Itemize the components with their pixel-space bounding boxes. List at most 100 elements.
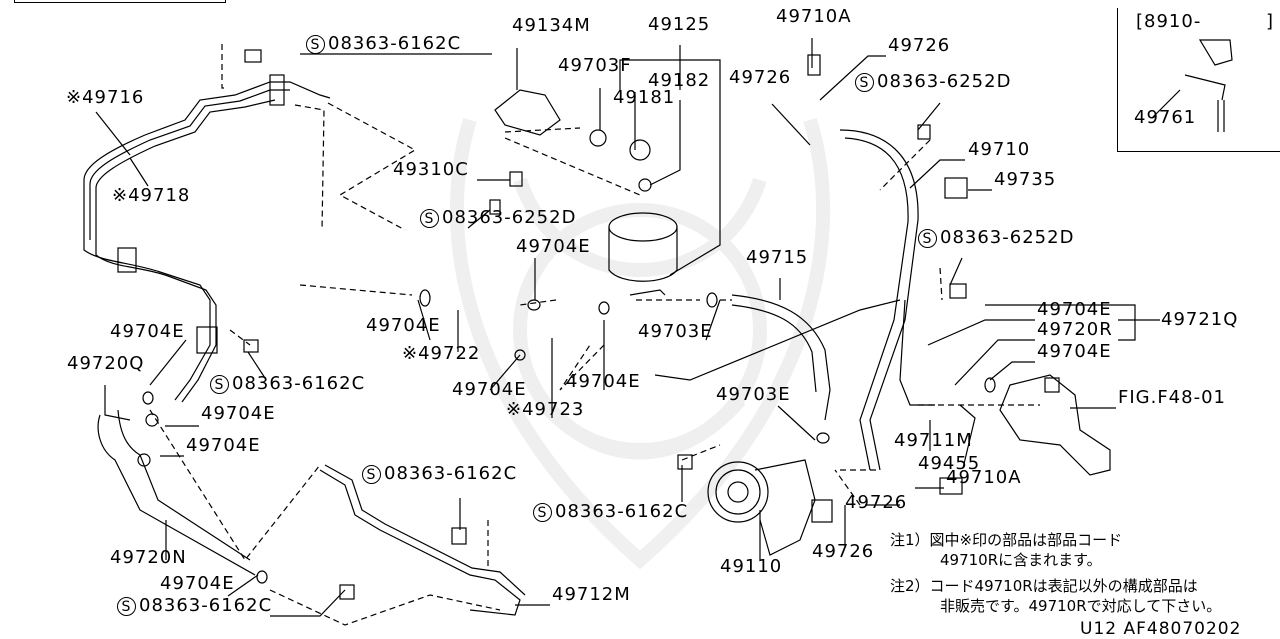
part-label-49710A[interactable]: 49710A [946, 468, 1022, 488]
inset-panel: [8910- ] 49761 [1117, 8, 1280, 152]
pressure-hose-49710 [839, 129, 919, 471]
standard-part-s-icon: S [306, 34, 325, 54]
part-number: 49455 [918, 453, 981, 474]
part-label-49712M[interactable]: 49712M [552, 585, 631, 605]
part-number: 49134M [512, 15, 591, 36]
part-number: 08363-6162C [232, 373, 366, 394]
part-label-49710[interactable]: 49710 [968, 140, 1030, 160]
part-number: 08363-6162C [555, 501, 689, 522]
part-number: 49721Q [1161, 309, 1239, 330]
part-label-49726[interactable]: 49726 [812, 542, 874, 562]
part-label-49718[interactable]: ※49718 [112, 186, 190, 206]
part-number: 49110 [720, 556, 783, 577]
part-label-49720N[interactable]: 49720N [110, 548, 187, 568]
part-label-49704E[interactable]: 49704E [566, 372, 641, 392]
note-1-prefix: 注1） [890, 531, 930, 549]
part-label-49704E[interactable]: 49704E [201, 404, 276, 424]
part-label-49716[interactable]: ※49716 [66, 88, 144, 108]
part-label-49703E[interactable]: 49703E [716, 385, 791, 405]
part-label-49726[interactable]: 49726 [845, 493, 907, 513]
part-number: 49710A [776, 6, 852, 27]
part-label-49710A[interactable]: 49710A [776, 7, 852, 27]
part-label-FIGF48-01[interactable]: FIG.F48-01 [1118, 388, 1226, 408]
part-number: 49726 [845, 492, 908, 513]
standard-part-s-icon: S [210, 374, 229, 394]
part-label-49711M[interactable]: 49711M [894, 431, 973, 451]
part-label-49134M[interactable]: 49134M [512, 16, 591, 36]
footer-diagram-code: U12 AF48070202 [1080, 619, 1242, 639]
part-label-49704E[interactable]: 49704E [1037, 300, 1112, 320]
part-number: 49704E [1037, 299, 1112, 320]
part-label-49722[interactable]: ※49722 [402, 344, 480, 364]
part-label-49720R[interactable]: 49720R [1037, 320, 1113, 340]
part-number: 49726 [729, 67, 792, 88]
part-label-49703E[interactable]: 49703E [638, 322, 713, 342]
part-number: 49704E [1037, 341, 1112, 362]
part-number: 49715 [746, 247, 809, 268]
part-label-49110[interactable]: 49110 [720, 557, 782, 577]
part-number: 49125 [648, 14, 711, 35]
part-label-49720Q[interactable]: 49720Q [67, 354, 144, 374]
part-number: 49712M [552, 584, 631, 605]
part-label-49726[interactable]: 49726 [729, 68, 791, 88]
part-label-49455[interactable]: 49455 [918, 454, 980, 474]
part-label-49704E[interactable]: 49704E [110, 322, 185, 342]
part-label-49715[interactable]: 49715 [746, 248, 808, 268]
part-number: ※49723 [506, 399, 585, 420]
inset-range-close: ] [1266, 11, 1275, 32]
part-label-49721Q[interactable]: 49721Q [1161, 310, 1238, 330]
part-label-49726[interactable]: 49726 [888, 36, 950, 56]
part-number: 49704E [452, 379, 527, 400]
part-number: 49704E [186, 435, 261, 456]
part-number: 49704E [201, 403, 276, 424]
part-number: 49703E [716, 384, 791, 405]
part-label-49704E[interactable]: 49704E [516, 237, 591, 257]
part-label-49704E[interactable]: 49704E [1037, 342, 1112, 362]
standard-part-s-icon: S [420, 208, 439, 228]
part-number: 49726 [888, 35, 951, 56]
suction-hose-49715 [654, 294, 901, 421]
note-2-prefix: 注2） [890, 577, 930, 595]
part-label-49761[interactable]: 49761 [1134, 107, 1197, 128]
part-number: ※49716 [66, 87, 145, 108]
part-number: 49704E [516, 236, 591, 257]
reservoir-tank [608, 139, 678, 296]
part-label-49704E[interactable]: 49704E [366, 316, 441, 336]
part-number: 49182 [648, 70, 711, 91]
part-label-49310C[interactable]: 49310C [393, 160, 469, 180]
part-number: 49710A [946, 467, 1022, 488]
part-number: 49704E [160, 573, 235, 594]
header-range-bracket [14, 0, 226, 3]
part-number: 49711M [894, 430, 973, 451]
part-label-49723[interactable]: ※49723 [506, 400, 584, 420]
part-label-49125[interactable]: 49125 [648, 15, 710, 35]
part-label-49735[interactable]: 49735 [994, 170, 1056, 190]
part-number: 08363-6162C [328, 33, 462, 54]
part-number: 49726 [812, 541, 875, 562]
part-number: 49181 [613, 87, 676, 108]
part-number: 08363-6162C [384, 463, 518, 484]
standard-part-s-icon: S [918, 228, 937, 248]
part-number: 49703E [638, 321, 713, 342]
part-label-49704E[interactable]: 49704E [452, 380, 527, 400]
power-steering-pump [707, 459, 833, 556]
part-label-49182[interactable]: 49182 [648, 71, 710, 91]
part-label-49703F[interactable]: 49703F [558, 56, 632, 76]
part-number: 49720Q [67, 353, 145, 374]
part-number: 49720R [1037, 319, 1113, 340]
part-number: ※49722 [402, 343, 481, 364]
part-number: 49704E [366, 315, 441, 336]
part-label-49704E[interactable]: 49704E [186, 436, 261, 456]
standard-part-s-icon: S [855, 72, 874, 92]
part-label-49704E[interactable]: 49704E [160, 574, 235, 594]
part-label-49181[interactable]: 49181 [613, 88, 675, 108]
